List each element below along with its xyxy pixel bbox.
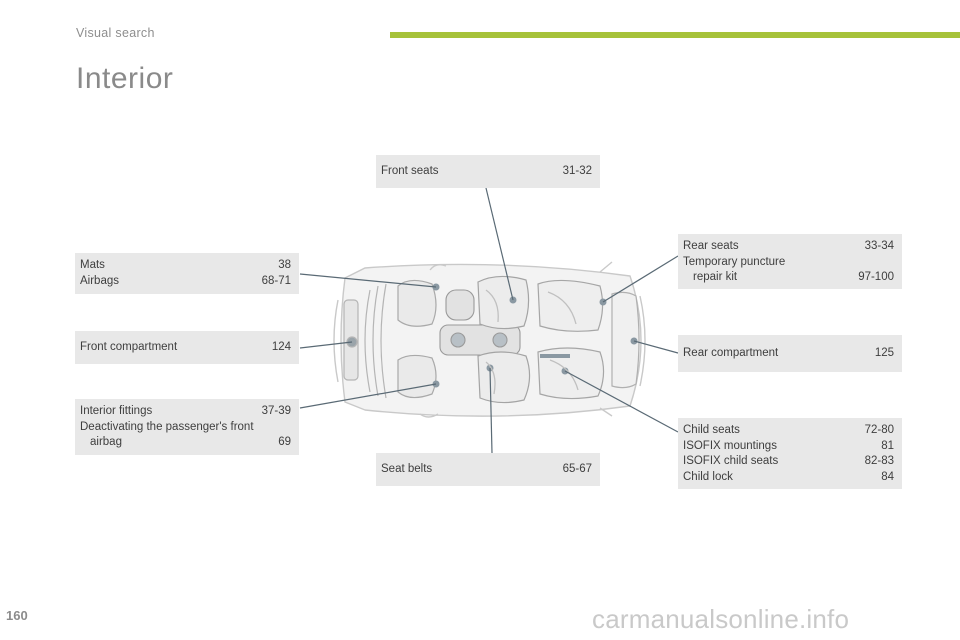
section-label: Visual search	[76, 26, 155, 40]
rear-boot	[611, 291, 640, 389]
callout-seat-belts[interactable]: Seat belts 65-67	[376, 453, 600, 486]
callout-pages: 72-80	[864, 424, 894, 436]
callout-row: Airbags 68-71	[80, 274, 291, 290]
callout-label: Front seats	[381, 165, 439, 177]
callout-pages: 37-39	[261, 405, 291, 417]
callout-pages: 69	[278, 436, 291, 448]
callout-label: Front compartment	[80, 341, 178, 353]
callout-row: Front compartment 124	[80, 340, 291, 356]
callout-pages: 31-32	[562, 165, 592, 177]
watermark[interactable]: carmanualsonline.info	[592, 604, 850, 634]
callout-label: Rear compartment	[683, 347, 779, 359]
dashboard	[343, 283, 387, 399]
callout-label: ISOFIX child seats	[683, 455, 779, 467]
callout-mats-airbags[interactable]: Mats 38 Airbags 68-71	[75, 253, 299, 294]
callout-label: Child lock	[683, 470, 733, 483]
callout-child-seats[interactable]: Child seats 72-80 ISOFIX mountings 81 IS…	[678, 418, 902, 489]
callout-label: Child seats	[683, 424, 740, 436]
page-title: Interior	[76, 62, 174, 95]
page-number: 160	[6, 608, 28, 623]
callout-pages: 124	[271, 341, 291, 353]
callout-label: Interior fittings	[80, 405, 153, 417]
callout-pages: 125	[874, 347, 894, 359]
callout-label: Airbags	[80, 274, 119, 287]
callout-row: Interior fittings 37-39	[80, 404, 291, 420]
callout-pages: 81	[881, 439, 894, 452]
callout-pages: 97-100	[858, 271, 894, 283]
callout-pages: 38	[278, 259, 291, 271]
callout-row: Temporary puncture	[683, 255, 894, 271]
callout-label: Deactivating the passenger's front	[80, 420, 254, 433]
accent-bar	[390, 32, 960, 38]
callout-interior-fittings[interactable]: Interior fittings 37-39 Deactivating the…	[75, 399, 299, 455]
callout-row: Child seats 72-80	[683, 423, 894, 439]
callout-row: ISOFIX mountings 81	[683, 439, 894, 455]
callout-label: Temporary puncture	[683, 255, 786, 268]
callout-label: ISOFIX mountings	[683, 439, 777, 452]
callout-row: Mats 38	[80, 258, 291, 274]
callout-row: repair kit 97-100	[683, 270, 894, 286]
callout-rear-seats[interactable]: Rear seats 33-34 Temporary puncture repa…	[678, 234, 902, 289]
callout-row: Seat belts 65-67	[381, 462, 592, 478]
callout-pages: 84	[881, 470, 894, 483]
callout-label: airbag	[90, 436, 122, 448]
rear-seats	[537, 279, 607, 400]
callout-row: ISOFIX child seats 82-83	[683, 454, 894, 470]
callout-rear-compartment[interactable]: Rear compartment 125	[678, 335, 902, 372]
callout-front-seats[interactable]: Front seats 31-32	[376, 155, 600, 188]
callout-front-compartment[interactable]: Front compartment 124	[75, 331, 299, 364]
callout-row: Deactivating the passenger's front	[80, 420, 291, 436]
callout-pages: 82-83	[864, 455, 894, 467]
callout-row: airbag 69	[80, 435, 291, 451]
callout-label: Mats	[80, 259, 105, 271]
centre-console	[439, 289, 521, 356]
callout-row: Child lock 84	[683, 470, 894, 486]
leader-lines	[299, 187, 679, 454]
front-seats	[397, 279, 440, 399]
callout-pages: 68-71	[261, 274, 291, 287]
seat-belt-lines	[485, 289, 579, 395]
callout-pages: 33-34	[864, 240, 894, 252]
callout-pages: 65-67	[562, 463, 592, 475]
callout-label: Seat belts	[381, 463, 433, 475]
callout-label: repair kit	[693, 271, 738, 283]
callout-row: Rear compartment 125	[683, 346, 894, 362]
callout-row: Front seats 31-32	[381, 164, 592, 180]
callout-row: Rear seats 33-34	[683, 239, 894, 255]
callout-label: Rear seats	[683, 240, 739, 252]
